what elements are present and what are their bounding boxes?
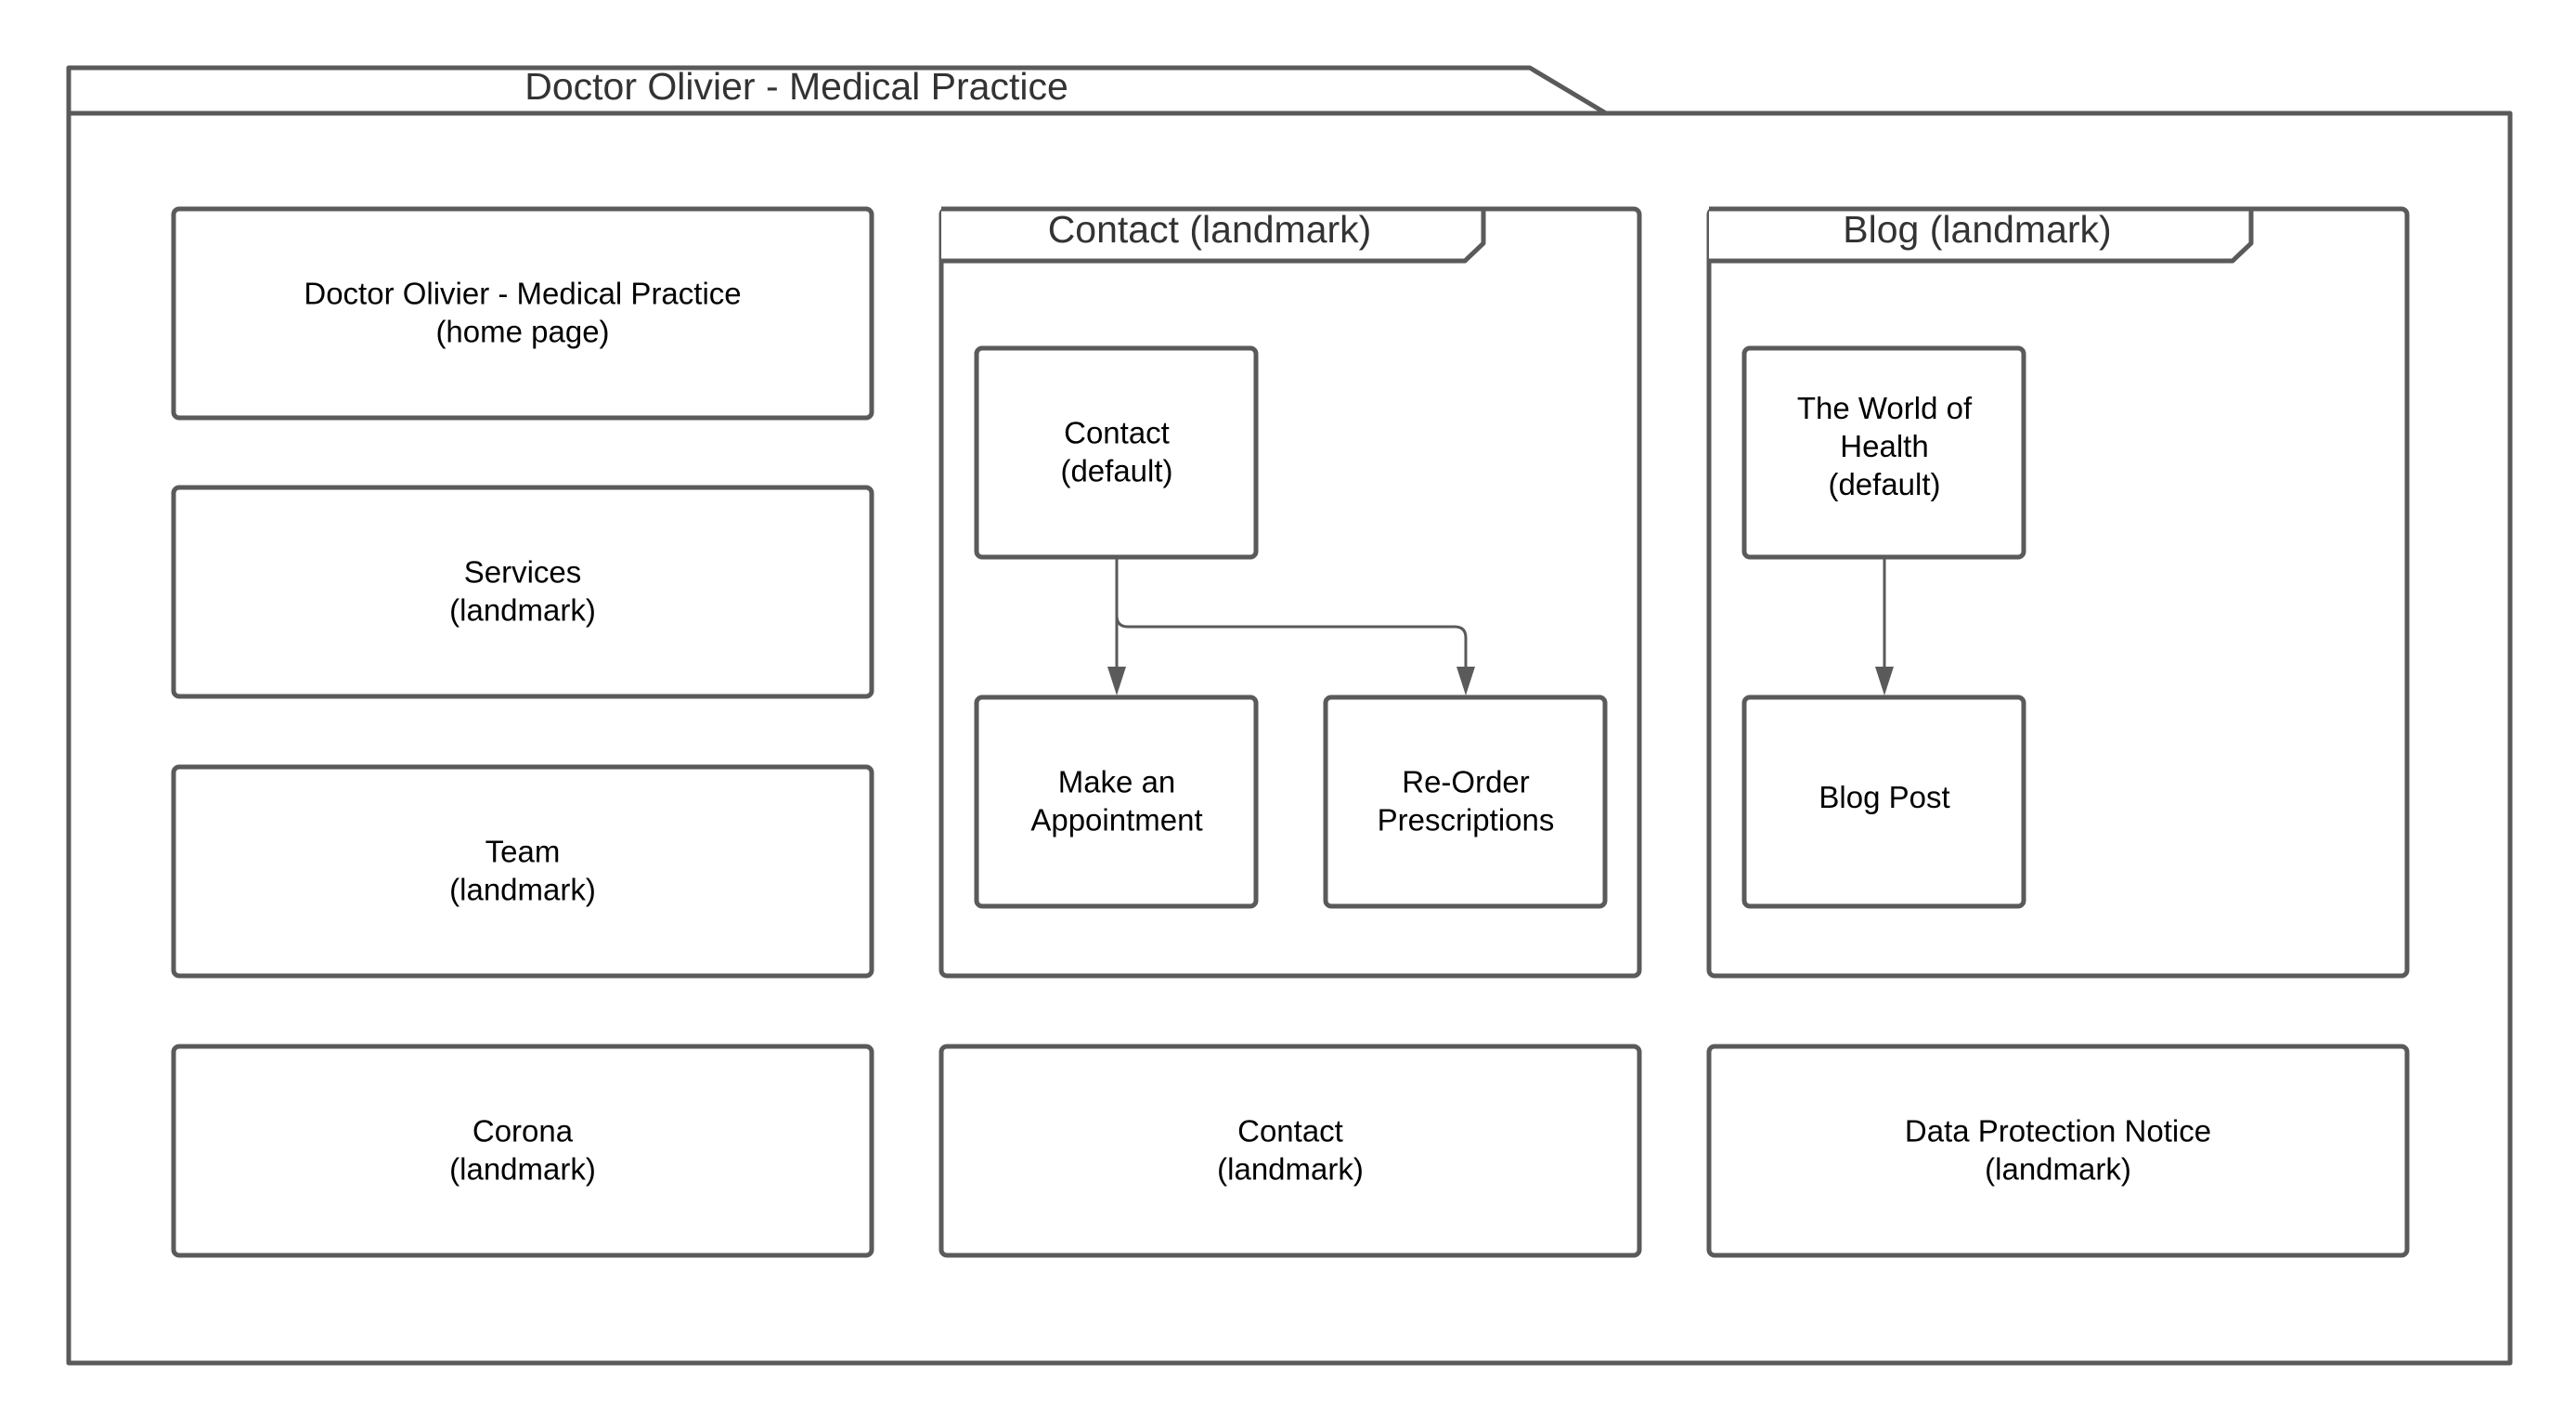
label-line: (landmark) (1985, 1152, 2131, 1187)
node-contact-landmark-box (938, 1044, 1642, 1258)
node-corona-label: Corona(landmark) (449, 1114, 596, 1187)
package-doctor-olivier: Doctor Olivier - Medical Practice (66, 65, 2513, 1366)
node-world-of-health[interactable]: The World of Health (default) (1741, 345, 2026, 560)
node-team[interactable]: Team (landmark) (171, 764, 874, 979)
node-contact-default-box (974, 345, 1259, 560)
edge-contact-to-prescriptions (1115, 557, 1475, 695)
label-line: Make an (1058, 765, 1176, 799)
edge-contact-to-appointment-arrowhead (1107, 667, 1126, 695)
label-line: (landmark) (449, 873, 596, 907)
node-home-page-label: Doctor Olivier - Medical Practice (home p… (304, 277, 741, 349)
label-line: The World of (1797, 391, 1973, 425)
node-reorder-prescriptions-box (1323, 695, 1608, 909)
subpackage-blog-title: Blog (landmark) (1843, 208, 2111, 251)
node-services-label: Services(landmark) (449, 555, 596, 628)
node-services-box (171, 485, 874, 699)
label-line: Prescriptions (1378, 803, 1555, 837)
node-world-of-health-label: The World of Health (default) (1797, 391, 1973, 501)
label-line: Contact (1237, 1114, 1343, 1149)
subpackage-contact-title: Contact (landmark) (1048, 208, 1372, 251)
subpackage-blog-tab (1709, 206, 2254, 264)
label-line: (default) (1060, 454, 1172, 488)
node-contact-landmark[interactable]: Contact(landmark) (938, 1044, 1642, 1258)
node-corona[interactable]: Corona(landmark) (171, 1044, 874, 1258)
label-line: Team (485, 835, 561, 869)
label-line: Services (464, 555, 582, 590)
label-line: Re-Order (1402, 765, 1530, 799)
node-home-page-box (171, 206, 874, 421)
node-team-label: Team (landmark) (449, 835, 596, 907)
node-blog-post-box (1741, 695, 2026, 909)
node-make-appointment[interactable]: Make an Appointment (974, 695, 1259, 909)
node-make-appointment-box (974, 695, 1259, 909)
node-contact-landmark-label: Contact(landmark) (1217, 1114, 1364, 1187)
node-team-box (171, 764, 874, 979)
node-make-appointment-label: Make an Appointment (1030, 765, 1202, 837)
label-line: (home page) (435, 315, 609, 349)
label-line: (default) (1828, 467, 1940, 501)
edge-contact-to-prescriptions-line (1115, 557, 1468, 670)
label-line: (landmark) (449, 1152, 596, 1187)
node-corona-box (171, 1044, 874, 1258)
node-contact-default[interactable]: Contact (default) (974, 345, 1259, 560)
node-services[interactable]: Services(landmark) (171, 485, 874, 699)
node-data-protection[interactable]: Data Protection Notice(landmark) (1706, 1044, 2410, 1258)
label-line: Health (1840, 429, 1928, 463)
label-line: Appointment (1030, 803, 1202, 837)
label-line: Corona (472, 1114, 574, 1149)
node-data-protection-label: Data Protection Notice(landmark) (1905, 1114, 2211, 1187)
node-contact-default-label: Contact (default) (1060, 416, 1172, 488)
label-line: Contact (1064, 416, 1170, 450)
node-blog-post-label: Blog Post (1819, 780, 1949, 814)
label-line: Data Protection Notice (1905, 1114, 2211, 1149)
label-line: Doctor Olivier - Medical Practice (304, 277, 741, 311)
node-blog-post[interactable]: Blog Post (1741, 695, 2026, 909)
node-home-page[interactable]: Doctor Olivier - Medical Practice (home p… (171, 206, 874, 421)
label-line: (landmark) (449, 593, 596, 628)
package-title: Doctor Olivier - Medical Practice (524, 65, 1068, 108)
edge-contact-to-prescriptions-arrowhead (1456, 667, 1475, 695)
label-line: Blog Post (1819, 780, 1949, 814)
edge-world-of-health-to-blog-post (1875, 557, 1894, 695)
label-line: (landmark) (1217, 1152, 1364, 1187)
edge-world-of-health-to-blog-post-arrowhead (1875, 667, 1894, 695)
node-data-protection-box (1706, 1044, 2410, 1258)
subpackage-contact-tab (941, 206, 1486, 264)
